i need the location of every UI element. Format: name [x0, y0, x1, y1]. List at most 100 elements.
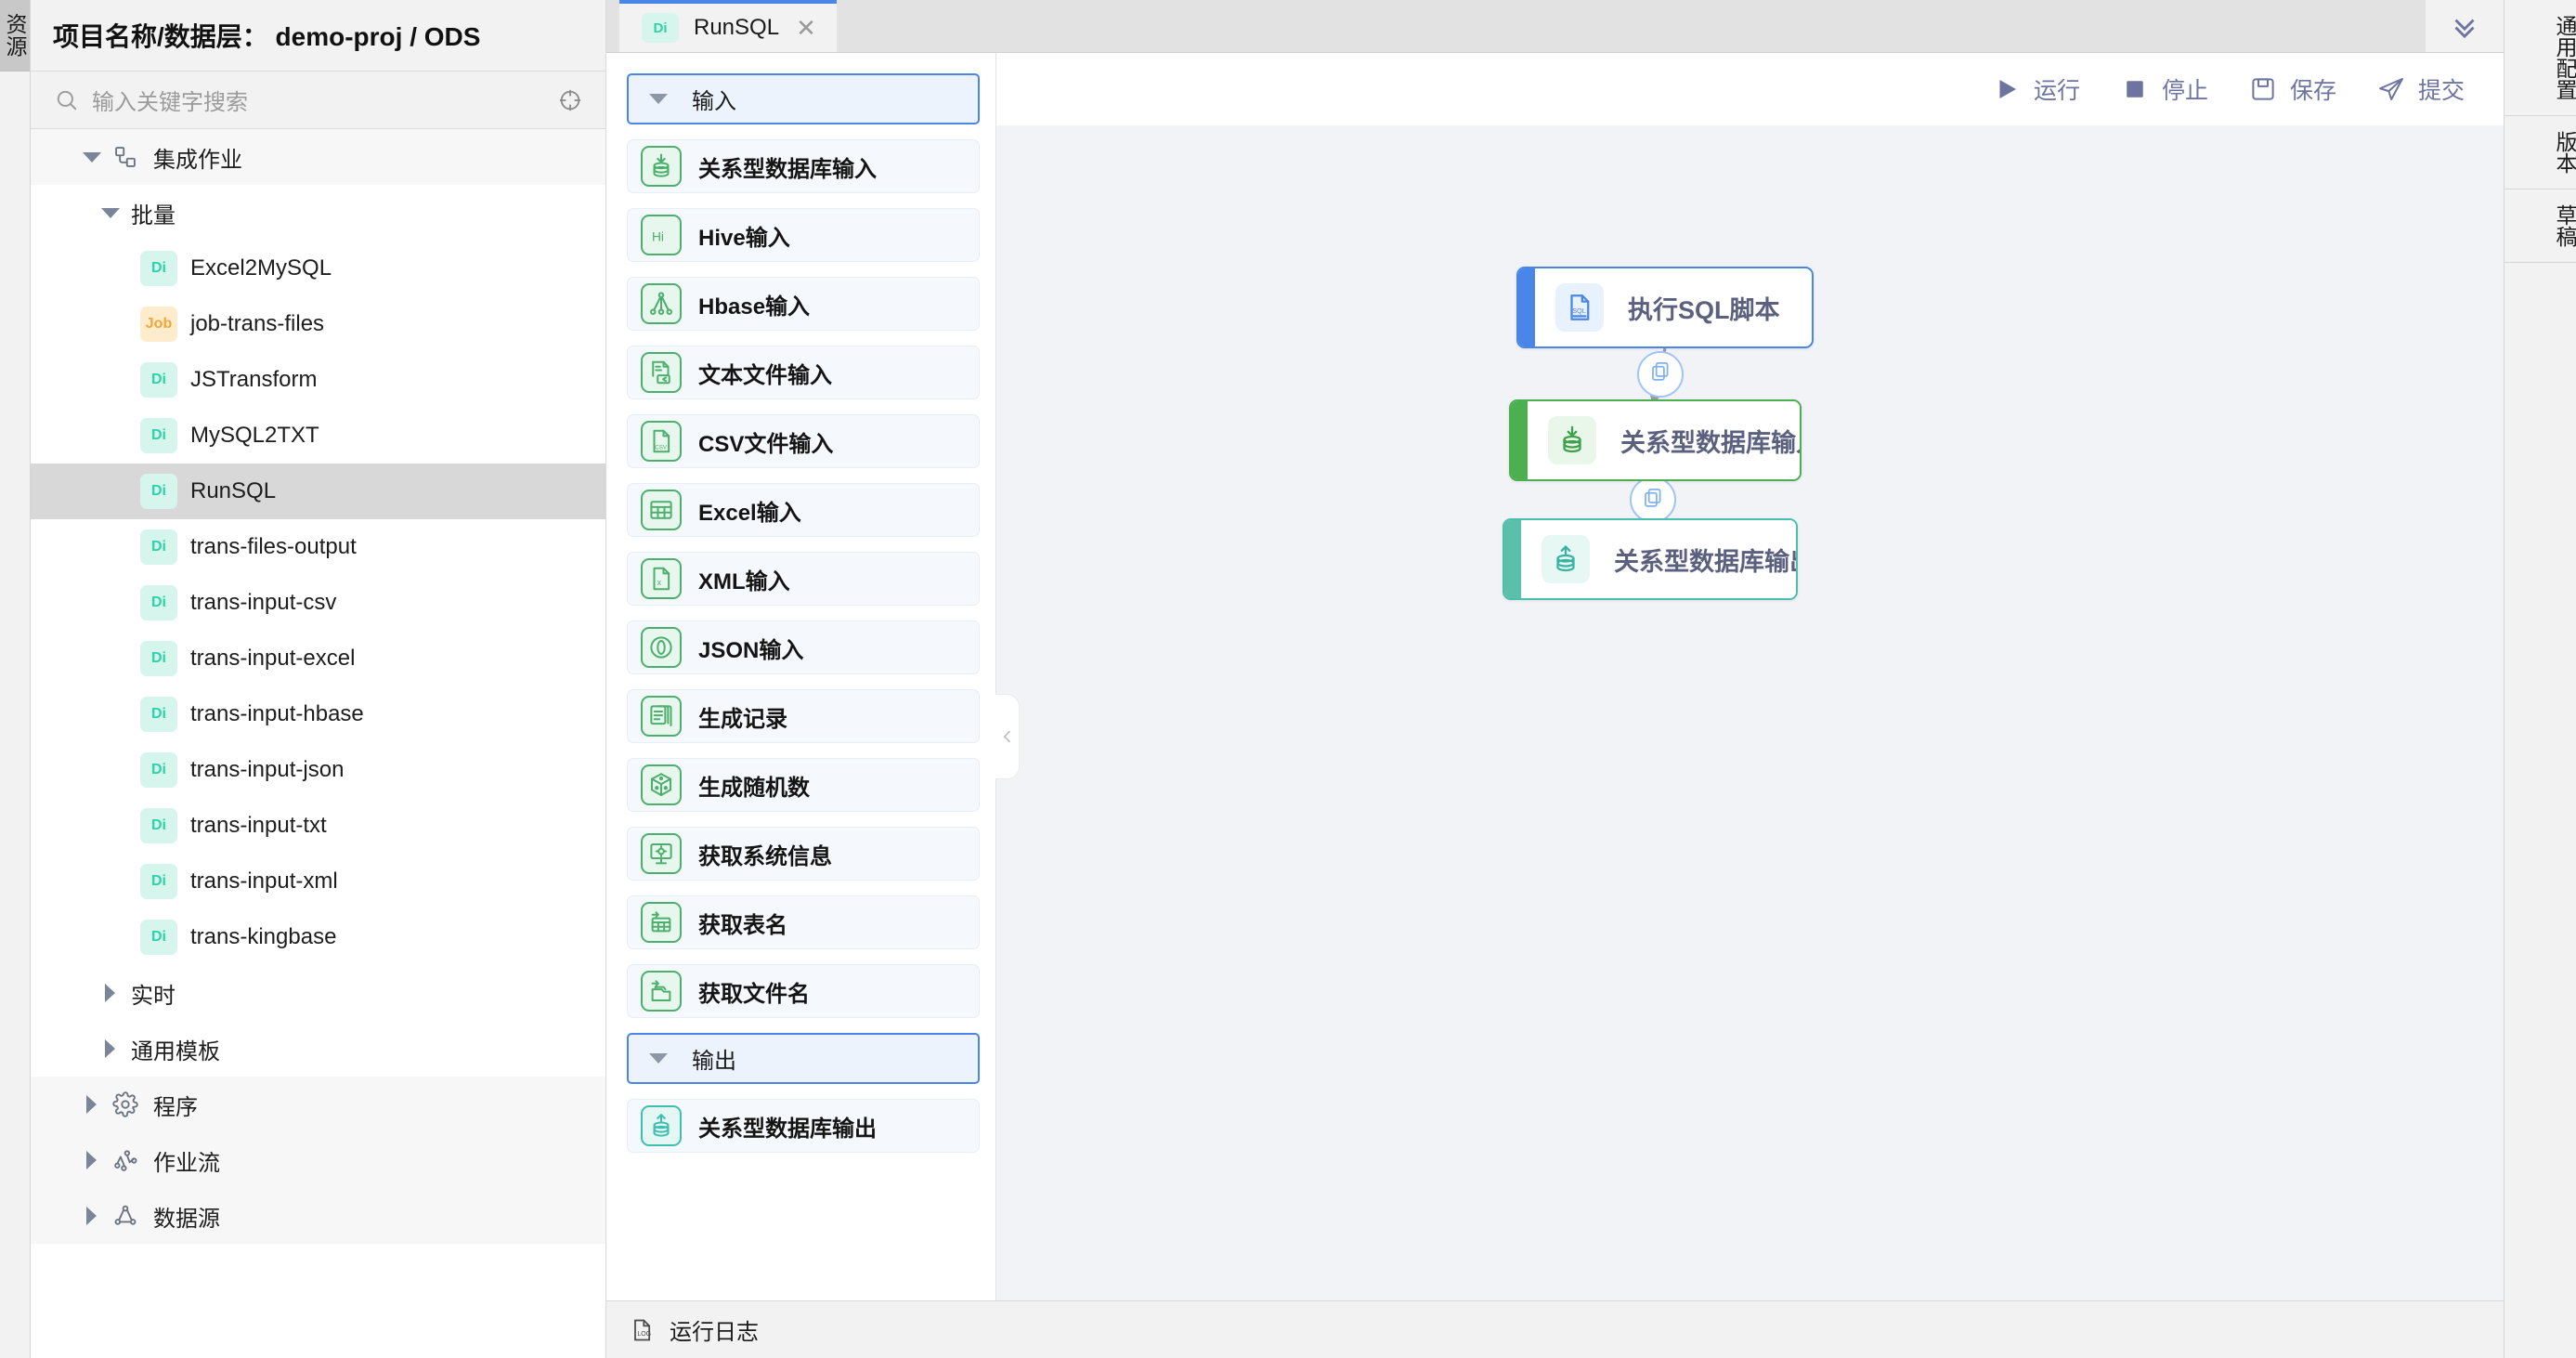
tree-item-job-trans-files[interactable]: Job job-trans-files [31, 296, 605, 352]
palette-item[interactable]: Excel输入 [627, 483, 980, 537]
search-row[interactable]: 输入关键字搜索 [31, 72, 605, 129]
palette-item[interactable]: 文本文件输入 [627, 346, 980, 399]
palette-item-label: 生成记录 [698, 706, 787, 732]
node-label: 关系型数据库输入 [1620, 428, 1802, 457]
flow-node[interactable]: 关系型数据库输入 [1509, 399, 1802, 481]
palette-item[interactable]: 获取表名 [627, 895, 980, 949]
tree-item--[interactable]: 程序 [31, 1077, 605, 1132]
tree-item--[interactable]: 数据源 [31, 1188, 605, 1244]
palette-item-label: 获取文件名 [698, 981, 810, 1007]
tab-runsql[interactable]: Di RunSQL ✕ [619, 0, 837, 52]
palette-item[interactable]: CSV CSV文件输入 [627, 414, 980, 468]
chevron-down-icon[interactable] [101, 203, 120, 222]
chevron-down-icon [649, 1053, 668, 1064]
explorer-panel: 项目名称/数据层： demo-proj / ODS 输入关键字搜索 集成作业批量… [31, 0, 606, 1358]
submit-button[interactable]: 提交 [2377, 72, 2465, 106]
tree-item-runsql[interactable]: Di RunSQL [31, 464, 605, 519]
caret-spacer [111, 594, 129, 612]
tree-item--[interactable]: 通用模板 [31, 1021, 605, 1077]
right-rail-tab-0[interactable]: 通用配置 [2504, 0, 2576, 116]
csv-file-icon: CSV [641, 421, 682, 462]
tree-item-type-badge: Job [140, 307, 177, 342]
palette-collapse-handle[interactable] [995, 694, 1020, 779]
palette-item[interactable]: JSON输入 [627, 620, 980, 674]
workflow-icon [112, 1147, 144, 1173]
save-button[interactable]: 保存 [2249, 72, 2336, 106]
palette-item[interactable]: 生成随机数 [627, 758, 980, 812]
crosshair-target-icon[interactable] [557, 87, 583, 113]
tree-item-type-badge: Di [140, 362, 177, 398]
bottom-bar[interactable]: LOG 运行日志 [606, 1300, 2504, 1358]
dice-icon [641, 764, 682, 805]
tree-item--[interactable]: 作业流 [31, 1132, 605, 1188]
left-rail-tab-resource[interactable]: 资源 [0, 0, 30, 72]
tab-label: RunSQL [694, 15, 780, 40]
tree-item--[interactable]: 批量 [31, 185, 605, 241]
caret-spacer [111, 761, 129, 779]
tree-item-label: job-trans-files [190, 311, 325, 336]
tree-item-type-badge: Di [140, 474, 177, 509]
collapse-all-button[interactable] [2426, 0, 2504, 53]
flow-node[interactable]: 关系型数据库输出 [1503, 518, 1798, 600]
palette-item[interactable]: 关系型数据库输出 [627, 1099, 980, 1153]
chevron-right-icon[interactable] [83, 1095, 101, 1114]
tree-item-label: trans-input-hbase [190, 701, 364, 726]
run-button[interactable]: 运行 [1993, 72, 2080, 106]
right-rail-tab-1[interactable]: 版本 [2504, 116, 2576, 189]
tab-type-badge: Di [642, 13, 679, 43]
tree-item-label: RunSQL [190, 478, 277, 503]
palette-item-label: Excel输入 [698, 500, 801, 526]
edge-hop-badge[interactable] [1636, 350, 1684, 398]
edge-hop-badge[interactable] [1629, 477, 1676, 523]
chevron-down-icon[interactable] [83, 148, 101, 166]
tree-item-type-badge: Di [140, 418, 177, 453]
gear-icon [112, 1091, 144, 1117]
tree-item-type-badge: Di [140, 808, 177, 843]
copy-rows-icon [1641, 486, 1665, 515]
stop-button[interactable]: 停止 [2121, 72, 2208, 106]
palette-item-label: Hbase输入 [698, 294, 811, 320]
caret-spacer [111, 482, 129, 501]
tree-item--[interactable]: 集成作业 [31, 129, 605, 185]
right-rail-tab-2[interactable]: 草稿 [2504, 189, 2576, 263]
tree-item-label: 批量 [131, 202, 176, 229]
palette-group-input[interactable]: 输入 [627, 73, 980, 124]
chevron-right-icon[interactable] [101, 1039, 120, 1058]
chevron-right-icon[interactable] [83, 1151, 101, 1169]
node-label: 关系型数据库输出 [1614, 547, 1798, 576]
palette-item[interactable]: 生成记录 [627, 689, 980, 743]
send-plane-icon [2377, 75, 2405, 103]
chevron-right-icon[interactable] [83, 1207, 101, 1225]
palette-group-label: 输入 [692, 89, 736, 114]
close-icon[interactable]: ✕ [796, 14, 816, 42]
palette-item[interactable]: Hbase输入 [627, 277, 980, 331]
tree-item--[interactable]: 实时 [31, 965, 605, 1021]
palette-item-label: 文本文件输入 [698, 362, 832, 388]
chevron-right-icon[interactable] [101, 984, 120, 1002]
palette-item[interactable]: 关系型数据库输入 [627, 139, 980, 193]
search-input[interactable]: 输入关键字搜索 [92, 84, 544, 116]
toolbar-button-label: 提交 [2417, 78, 2465, 104]
palette-item-label: CSV文件输入 [698, 431, 834, 457]
palette-item[interactable]: 获取文件名 [627, 964, 980, 1018]
palette-group-output[interactable]: 输出 [627, 1033, 980, 1084]
palette-item[interactable]: 获取系统信息 [627, 827, 980, 881]
